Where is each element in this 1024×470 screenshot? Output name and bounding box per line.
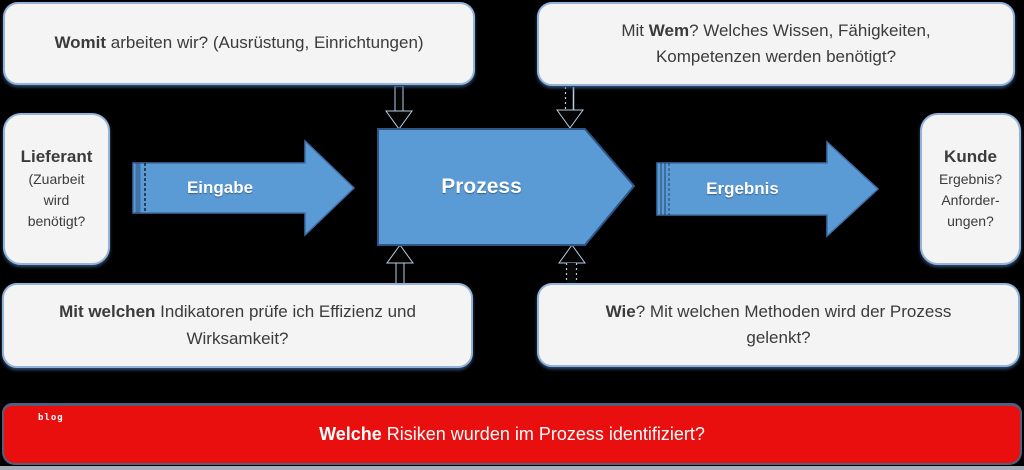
callout-wem: Mit Wem? Welches Wissen, Fähigkeiten, Ko… — [537, 2, 1015, 86]
connector-indikatoren-to-prozess — [386, 244, 414, 284]
risk-banner-text: Welche Risiken wurden im Prozess identif… — [319, 424, 705, 444]
arrow-down-icon — [385, 86, 413, 130]
arrow-up-dotted-icon — [558, 244, 586, 284]
arrow-down-dotted-icon — [556, 87, 584, 129]
callout-wie-text: Wie? Mit welchen Methoden wird der Proze… — [605, 301, 952, 347]
connector-wie-to-prozess — [558, 244, 586, 284]
connector-womit-to-prozess — [385, 86, 413, 130]
risk-banner: blog Welche Risiken wurden im Prozess id… — [2, 403, 1022, 465]
callout-womit: Womit arbeiten wir? (Ausrüstung, Einrich… — [3, 2, 475, 85]
eingabe-arrow — [132, 139, 356, 237]
callout-indikatoren-text: Mit welchen Indikatoren prüfe ich Effizi… — [59, 302, 416, 348]
node-kunde: Kunde Ergebnis? Anforder- ungen? — [920, 113, 1021, 265]
callout-wie: Wie? Mit welchen Methoden wird der Proze… — [537, 283, 1020, 367]
arrow-up-icon — [386, 244, 414, 284]
kunde-subtext: Ergebnis? Anforder- ungen? — [938, 170, 1003, 229]
callout-wem-text: Mit Wem? Welches Wissen, Fähigkeiten, Ko… — [621, 20, 931, 66]
connector-wem-to-prozess — [556, 87, 584, 129]
watermark-blog: blog — [38, 413, 64, 423]
lieferant-subtext: (Zuarbeit wird benötigt? — [27, 170, 86, 229]
prozess-arrow — [377, 128, 636, 246]
ergebnis-arrow — [656, 140, 880, 238]
lieferant-title: Lieferant — [20, 146, 93, 166]
callout-indikatoren: Mit welchen Indikatoren prüfe ich Effizi… — [2, 283, 473, 368]
footer-strip — [0, 466, 1024, 470]
node-lieferant: Lieferant (Zuarbeit wird benötigt? — [3, 113, 110, 265]
kunde-title: Kunde — [944, 146, 997, 166]
callout-womit-text: Womit arbeiten wir? (Ausrüstung, Einrich… — [54, 33, 424, 53]
